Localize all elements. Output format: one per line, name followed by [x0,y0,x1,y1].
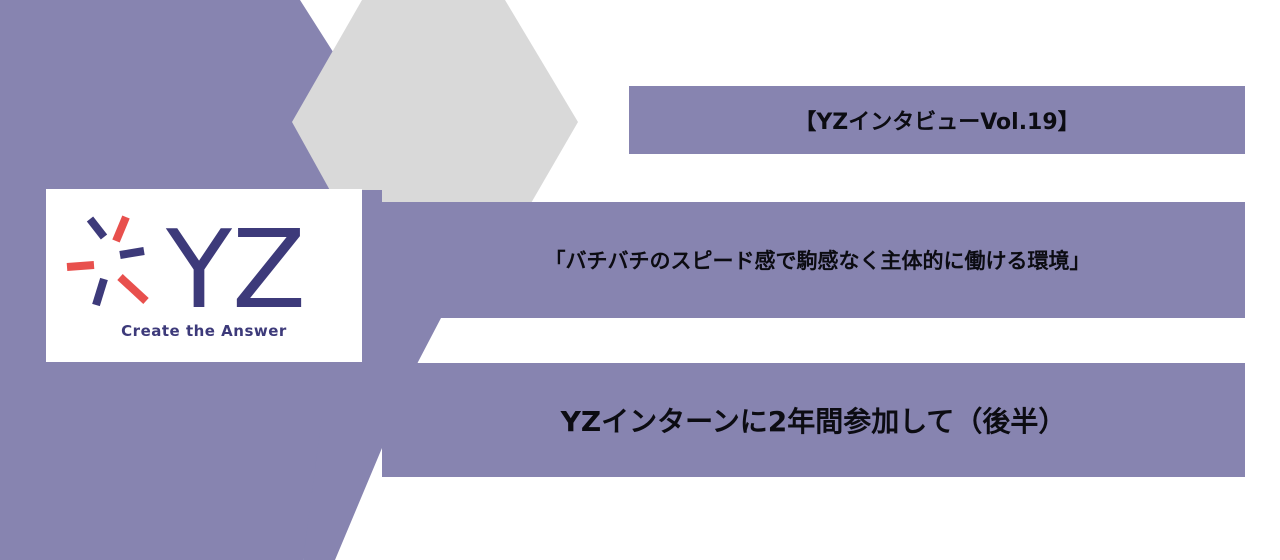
series-label: 【YZインタビューVol.19】 [794,110,1080,135]
series-label-banner: 【YZインタビューVol.19】 [629,86,1245,154]
quote-text: 「バチバチのスピード感で駒感なく主体的に働ける環境」 [544,249,1091,273]
title-banner: YZインターンに2年間参加して（後半） [382,363,1245,477]
logo-card: YZ Create the Answer [46,189,362,362]
yz-logo: YZ [66,208,306,333]
title-text: YZインターンに2年間参加して（後半） [560,405,1067,438]
quote-banner: 「バチバチのスピード感で駒感なく主体的に働ける環境」 [382,202,1245,318]
logo-tagline: Create the Answer [121,322,287,340]
logo-mark: YZ [165,208,306,333]
burst-icon [66,215,149,307]
gray-hexagon [292,0,578,248]
